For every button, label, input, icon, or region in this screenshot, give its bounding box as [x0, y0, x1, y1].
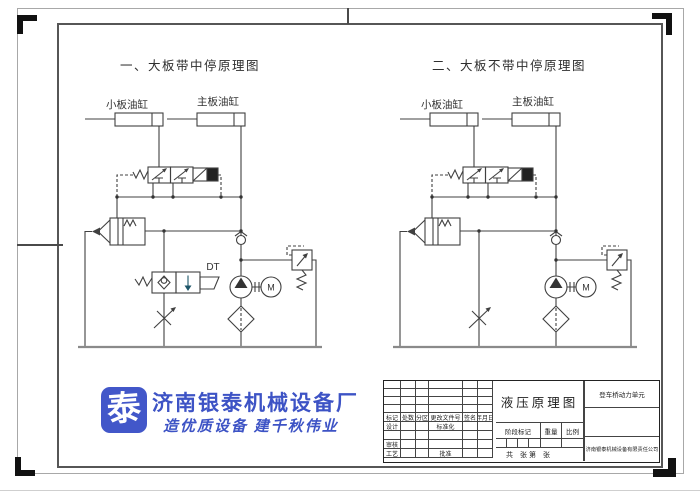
scale-cell: 比例	[562, 423, 584, 439]
tb-empty-cell	[478, 440, 493, 449]
tb-empty-cell	[478, 449, 493, 458]
tb-empty-cell	[401, 449, 416, 458]
tb-standardization-label: 标准化	[429, 422, 463, 431]
corner-mark-bottom-right	[653, 458, 676, 477]
tb-empty-cell	[401, 389, 416, 397]
tb-empty-cell	[585, 408, 659, 437]
tb-empty-cell	[384, 397, 401, 405]
company-slogan: 造优质设备 建千秋伟业	[163, 419, 339, 435]
tb-approve-label: 批准	[429, 449, 463, 458]
tb-empty-cell	[463, 422, 478, 431]
tb-empty-cell	[463, 397, 478, 405]
product-name-cell: 登车桥动力单元	[585, 381, 659, 408]
tb-review-label: 审核	[384, 440, 401, 449]
tb-empty-cell	[463, 405, 478, 413]
tb-empty-cell	[562, 439, 584, 448]
tb-empty-cell	[529, 439, 541, 448]
tb-empty-cell	[401, 397, 416, 405]
outer-border	[17, 8, 684, 474]
tb-empty-cell	[429, 381, 463, 389]
tb-empty-cell	[463, 381, 478, 389]
tb-empty-cell	[384, 405, 401, 413]
tb-empty-cell	[401, 405, 416, 413]
tb-empty-cell	[507, 439, 518, 448]
title-block-middle: 液压原理图 阶段标记 重量 比例 共 张 第 张	[496, 381, 584, 461]
tb-empty-cell	[518, 439, 529, 448]
tb-empty-cell	[416, 381, 429, 389]
left-diagram-title: 一、大板带中停原理图	[120, 59, 261, 73]
tb-empty-cell	[541, 439, 562, 448]
tb-empty-cell	[429, 431, 463, 440]
tb-header-zone: 分区	[416, 413, 429, 422]
tb-empty-cell	[384, 431, 401, 440]
tb-empty-cell	[416, 405, 429, 413]
tb-process-label: 工艺	[384, 449, 401, 458]
corner-mark-bottom-left	[15, 457, 35, 476]
tb-empty-cell	[429, 440, 463, 449]
tb-empty-cell	[478, 431, 493, 440]
tb-empty-cell	[429, 397, 463, 405]
drawing-title: 液压原理图	[500, 396, 579, 410]
logo-character: 泰	[105, 389, 143, 430]
centering-mark-left	[17, 244, 63, 246]
tb-empty-cell	[463, 440, 478, 449]
tb-empty-cell	[478, 422, 493, 431]
tb-empty-cell	[384, 381, 401, 389]
tb-empty-cell	[401, 431, 416, 440]
corner-mark-top-left	[17, 15, 37, 34]
dt-label: DT	[206, 262, 219, 273]
company-name: 济南银泰机械设备厂	[152, 392, 359, 415]
tb-empty-cell	[463, 449, 478, 458]
company-full-name-cell: 济南银泰机械设备有限责任公司	[585, 446, 659, 453]
tb-empty-cell	[416, 449, 429, 458]
tb-empty-cell	[401, 440, 416, 449]
company-logo: 泰	[101, 387, 147, 433]
title-block: 标记 处数 分区 更改文件号 签名 年月日 设计 标准化 审核 工艺 批准 液压…	[383, 380, 660, 463]
tb-empty-cell	[478, 397, 493, 405]
drawing-title-cell: 液压原理图	[496, 381, 584, 423]
right-schematic	[393, 93, 639, 349]
tb-empty-cell	[496, 439, 507, 448]
tb-header-date: 年月日	[478, 413, 493, 422]
sheet-count-cell: 共 张 第 张	[496, 448, 584, 461]
tb-empty-cell	[401, 422, 416, 431]
tb-empty-cell	[416, 431, 429, 440]
tb-header-change-doc: 更改文件号	[429, 413, 463, 422]
tb-header-signature: 签名	[463, 413, 478, 422]
stage-mark-cell: 阶段标记	[496, 423, 541, 439]
left-schematic: 小板油缸 主板油缸	[78, 93, 324, 349]
corner-mark-top-right	[652, 13, 672, 35]
tb-empty-cell	[416, 389, 429, 397]
tb-header-count: 处数	[401, 413, 416, 422]
centering-mark-top	[347, 8, 349, 24]
weight-cell: 重量	[541, 423, 562, 439]
tb-empty-cell	[463, 389, 478, 397]
tb-empty-cell	[416, 422, 429, 431]
tb-design-label: 设计	[384, 422, 401, 431]
tb-empty-cell	[416, 397, 429, 405]
dt-solenoid-valve-symbol: DT	[134, 231, 220, 297]
tb-empty-cell	[478, 381, 493, 389]
right-diagram-title: 二、大板不带中停原理图	[432, 59, 587, 73]
tb-empty-cell	[416, 440, 429, 449]
tb-header-mark: 标记	[384, 413, 401, 422]
tb-empty-cell	[478, 405, 493, 413]
tb-empty-cell	[463, 431, 478, 440]
revision-grid: 标记 处数 分区 更改文件号 签名 年月日 设计 标准化 审核 工艺 批准	[384, 381, 496, 461]
valve-flow-arrow	[184, 285, 192, 291]
title-block-right: 登车桥动力单元 济南银泰机械设备有限责任公司	[584, 381, 659, 461]
tb-empty-cell	[429, 405, 463, 413]
tb-empty-cell	[478, 389, 493, 397]
tb-empty-cell	[384, 389, 401, 397]
tb-empty-cell	[401, 381, 416, 389]
tb-empty-cell	[429, 389, 463, 397]
